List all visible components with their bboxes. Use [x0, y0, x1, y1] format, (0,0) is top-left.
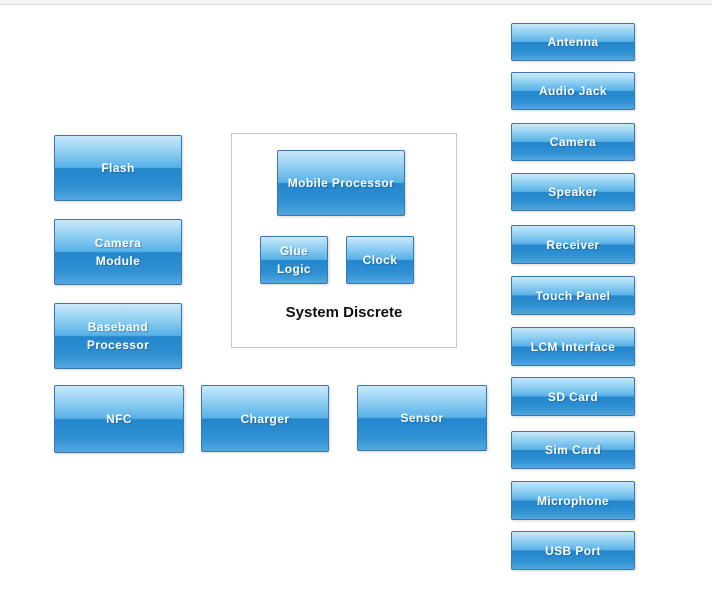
block-label: Flash	[101, 161, 135, 175]
block-label: Baseband	[87, 320, 149, 334]
block-touch-panel[interactable]: Touch Panel	[511, 276, 635, 315]
block-label: USB Port	[545, 543, 601, 558]
block-label: Microphone	[537, 493, 609, 508]
block-mobile-processor[interactable]: Mobile Processor	[277, 150, 405, 216]
block-label: Audio Jack	[538, 84, 608, 98]
block-flash[interactable]: Flash	[54, 135, 182, 201]
block-usb-port[interactable]: USB Port	[511, 531, 635, 570]
block-label: Antenna	[547, 35, 599, 49]
top-divider-bar	[0, 0, 712, 5]
block-sim-card[interactable]: Sim Card	[511, 431, 635, 469]
block-label: SD Card	[547, 389, 599, 404]
block-label: Logic	[277, 262, 311, 276]
block-label: Glue	[279, 244, 309, 258]
block-label: Camera	[94, 236, 142, 250]
block-sd-card[interactable]: SD Card	[511, 377, 635, 416]
block-label: Speaker	[548, 185, 598, 199]
block-speaker[interactable]: Speaker	[511, 173, 635, 211]
block-label: Module	[95, 254, 141, 268]
block-label: Mobile Processor	[287, 176, 395, 190]
block-clock[interactable]: Clock	[346, 236, 414, 284]
block-label: Clock	[362, 253, 398, 267]
block-nfc[interactable]: NFC	[54, 385, 184, 453]
system-discrete-label: System Discrete	[285, 304, 403, 321]
block-charger[interactable]: Charger	[201, 385, 329, 452]
block-label: Touch Panel	[535, 288, 611, 303]
block-label: Receiver	[546, 237, 600, 252]
block-antenna[interactable]: Antenna	[511, 23, 635, 61]
block-microphone[interactable]: Microphone	[511, 481, 635, 520]
block-label: Camera	[549, 135, 597, 149]
block-label: Sim Card	[545, 443, 601, 457]
block-sensor[interactable]: Sensor	[357, 385, 487, 451]
block-audio-jack[interactable]: Audio Jack	[511, 72, 635, 110]
block-label: Sensor	[400, 411, 444, 425]
block-label: NFC	[106, 412, 132, 426]
block-lcm-interface[interactable]: LCM Interface	[511, 327, 635, 366]
block-camera[interactable]: Camera	[511, 123, 635, 161]
block-label: Charger	[240, 411, 290, 426]
block-receiver[interactable]: Receiver	[511, 225, 635, 264]
block-label: Processor	[86, 338, 150, 352]
block-label: LCM Interface	[530, 339, 616, 354]
